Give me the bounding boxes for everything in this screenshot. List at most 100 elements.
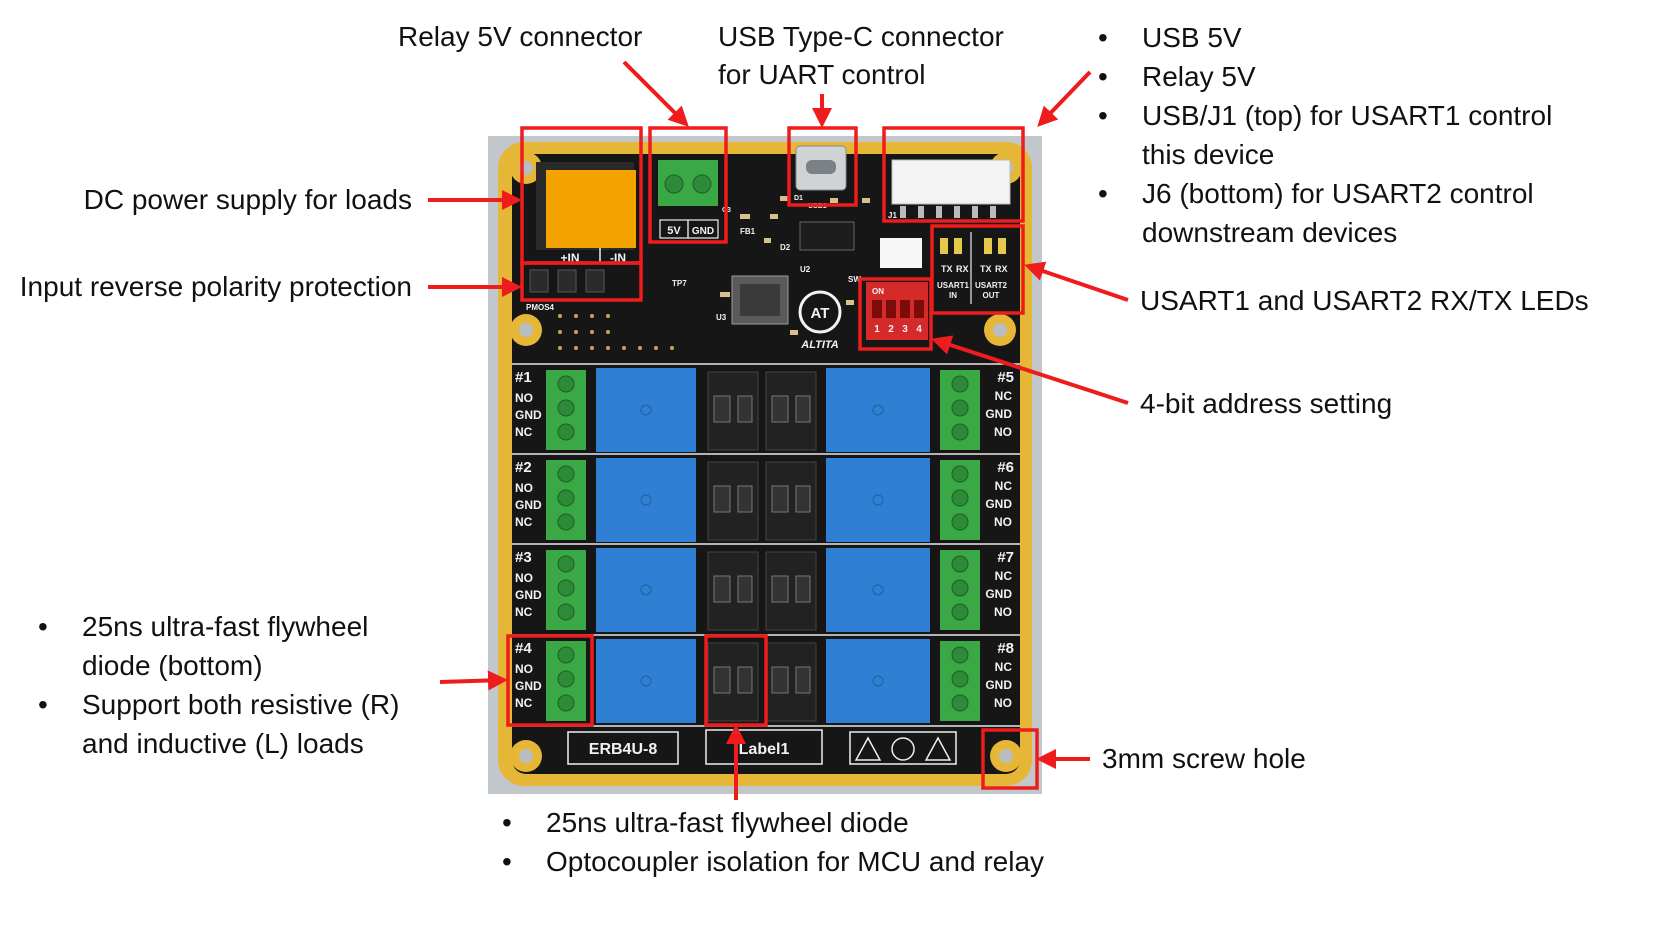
channel-id-left: #2	[515, 459, 532, 476]
led-tx-2: TX	[980, 264, 992, 274]
diode-chip	[796, 486, 810, 512]
channel-id-right: #6	[997, 459, 1014, 476]
optocoupler-chip	[772, 667, 788, 693]
led-rx-1: RX	[956, 264, 969, 274]
led-tx-1: TX	[941, 264, 953, 274]
ic-u2	[800, 222, 854, 250]
relay-right	[826, 458, 930, 542]
relay-right	[826, 639, 930, 723]
usart2-out-label: OUT	[983, 291, 1000, 300]
dip-4: 4	[916, 324, 922, 335]
optocoupler-chip	[714, 486, 730, 512]
model-label: ERB4U-8	[589, 741, 658, 758]
optocoupler-chip	[714, 576, 730, 602]
silk-d1: D1	[794, 195, 803, 202]
pin-label-left: GND	[515, 498, 542, 512]
led-rx-2: RX	[995, 264, 1008, 274]
pin-label-left: NC	[515, 696, 533, 710]
usart2-label: USART2	[975, 281, 1008, 290]
diode-chip	[796, 396, 810, 422]
terminal-screw	[558, 580, 574, 596]
dip-1: 1	[874, 324, 880, 335]
optocoupler-chip	[714, 396, 730, 422]
terminal-screw	[952, 604, 968, 620]
terminal-screw	[558, 671, 574, 687]
terminal-screw	[558, 556, 574, 572]
pin-label-right: GND	[985, 497, 1012, 511]
terminal-screw	[558, 424, 574, 440]
silk-pmos4: PMOS4	[526, 303, 555, 312]
diode-chip	[796, 667, 810, 693]
silk-fb1: FB1	[740, 227, 756, 236]
terminal-screw	[558, 695, 574, 711]
diode-chip	[738, 396, 752, 422]
relay-right	[826, 368, 930, 452]
terminal-screw	[558, 604, 574, 620]
pin-label-right: NC	[995, 389, 1013, 403]
dip-3: 3	[902, 324, 908, 335]
pin-label-left: NO	[515, 391, 533, 405]
relay-left	[596, 548, 696, 632]
pin-label-left: NC	[515, 515, 533, 529]
pin-label-left: GND	[515, 588, 542, 602]
pin-label-left: NO	[515, 571, 533, 585]
diode-chip	[738, 667, 752, 693]
terminal-screw	[952, 376, 968, 392]
silk-d2: D2	[780, 243, 791, 252]
pin-label-right: NC	[995, 479, 1013, 493]
custom-label: Label1	[739, 741, 790, 758]
pin-label-right: GND	[985, 407, 1012, 421]
terminal-screw	[952, 647, 968, 663]
terminal-screw	[952, 580, 968, 596]
silk-u2: U2	[800, 265, 811, 274]
pin-label-left: GND	[515, 679, 542, 693]
relay-left	[596, 639, 696, 723]
silk-j1: J1	[888, 211, 897, 220]
brand-logo-text: AT	[811, 305, 830, 322]
channel-id-right: #5	[997, 369, 1014, 386]
optocoupler-chip	[772, 396, 788, 422]
diode-chip	[738, 576, 752, 602]
channel-id-right: #7	[997, 549, 1014, 566]
terminal-screw	[952, 556, 968, 572]
pin-label-left: GND	[515, 408, 542, 422]
diode-chip	[738, 486, 752, 512]
usart1-in-label: IN	[949, 291, 957, 300]
terminal-screw	[558, 376, 574, 392]
pin-label-right: NC	[995, 660, 1013, 674]
terminal-screw	[558, 514, 574, 530]
terminal-screw	[558, 400, 574, 416]
terminal-screw	[952, 400, 968, 416]
pin-label-right: NO	[994, 425, 1012, 439]
terminal-screw	[558, 490, 574, 506]
optocoupler-chip	[772, 486, 788, 512]
pin-label-right: GND	[985, 678, 1012, 692]
dip-2: 2	[888, 324, 894, 335]
silk-tp7: TP7	[672, 279, 687, 288]
optocoupler-chip	[772, 576, 788, 602]
brand-name: ALTITA	[800, 339, 839, 351]
usart1-label: USART1	[937, 281, 970, 290]
dc-power-jack	[546, 170, 636, 248]
terminal-screw	[558, 647, 574, 663]
diode-chip	[796, 576, 810, 602]
terminal-screw	[952, 514, 968, 530]
channel-id-left: #1	[515, 369, 532, 386]
terminal-screw	[952, 466, 968, 482]
pin-label-right: NO	[994, 515, 1012, 529]
pmos-array	[530, 270, 604, 292]
j1-header	[892, 160, 1010, 204]
dip-on-label: ON	[872, 287, 884, 296]
relay-left	[596, 368, 696, 452]
pin-label-left: NC	[515, 605, 533, 619]
channel-id-left: #4	[515, 640, 532, 657]
relay-5v-label: 5V	[667, 225, 681, 237]
channel-id-left: #3	[515, 549, 532, 566]
terminal-screw	[952, 490, 968, 506]
relay-gnd-label: GND	[692, 226, 714, 237]
terminal-screw	[952, 671, 968, 687]
terminal-screw	[952, 695, 968, 711]
pin-label-right: NO	[994, 696, 1012, 710]
pin-label-left: NC	[515, 425, 533, 439]
